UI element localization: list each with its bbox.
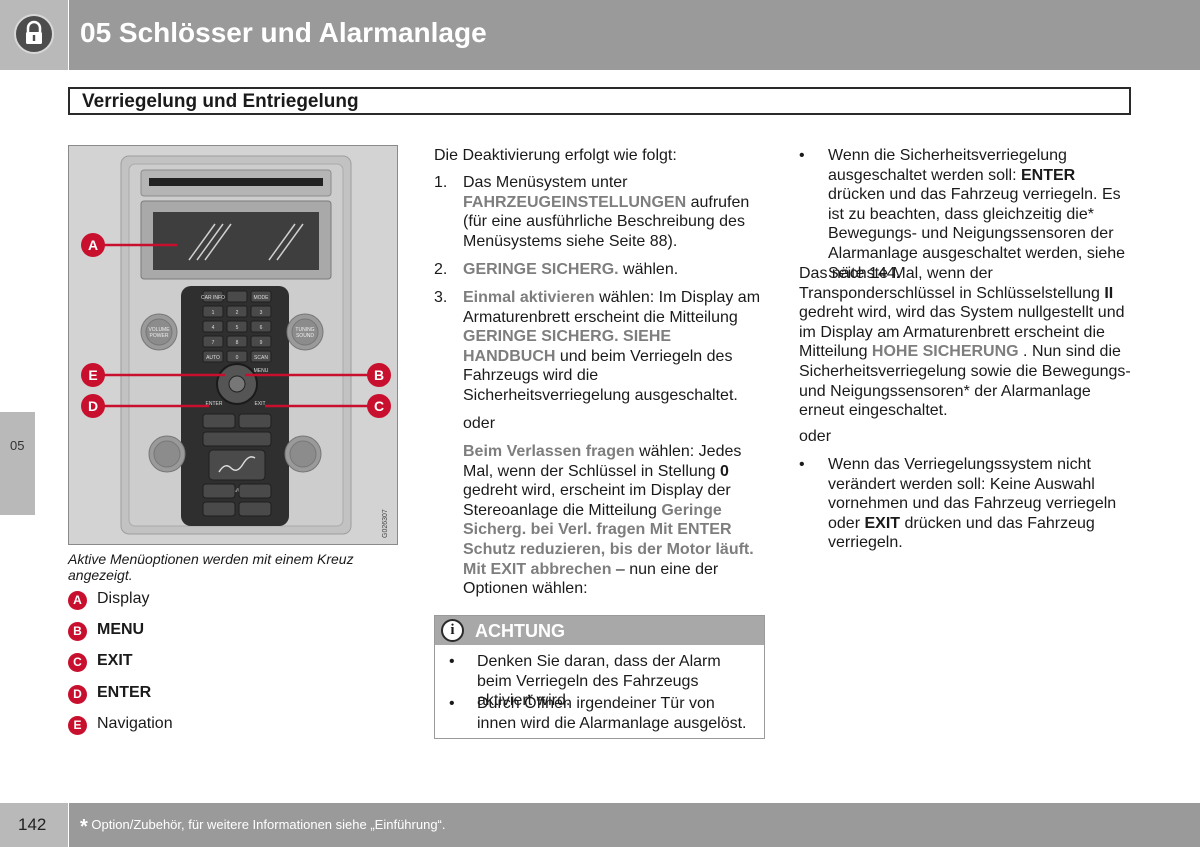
footnote-text: Option/Zubehör, für weitere Informatione…	[87, 817, 446, 832]
bullet-icon: •	[449, 653, 455, 670]
legend-label: MENU	[97, 621, 145, 638]
callout-a-letter: A	[88, 237, 98, 253]
padlock-icon	[14, 14, 54, 54]
alternative-text: Beim Verlassen fragen wählen: Jedes Mal,…	[463, 443, 754, 598]
info-icon: i	[441, 619, 464, 642]
legend-label: EXIT	[97, 652, 133, 669]
legend-label: Navigation	[97, 715, 173, 732]
key-1: 1	[212, 310, 215, 316]
callout-c-letter: C	[374, 398, 384, 414]
key-5: 5	[236, 325, 239, 331]
step-number: 3.	[434, 289, 448, 306]
sound-knob-label: SOUND	[296, 333, 314, 339]
header-band	[69, 0, 1200, 70]
callout-e-letter: E	[88, 367, 97, 383]
callout-e	[81, 363, 105, 387]
bullet-icon: •	[449, 695, 455, 712]
step-text: GERINGE SICHERG. wählen.	[463, 261, 679, 278]
legend-badge: A	[68, 591, 87, 610]
warning-title: ACHTUNG	[475, 621, 565, 641]
step-number: 1.	[434, 174, 448, 191]
auto-button-label: AUTO	[206, 355, 220, 361]
figure-code: G026307	[382, 509, 389, 538]
callout-b-letter: B	[374, 367, 384, 383]
callout-d-letter: D	[88, 398, 98, 414]
legend-badge: C	[68, 653, 87, 672]
section-heading-box: Verriegelung und Entriegelung	[68, 87, 1131, 115]
chapter-title: 05 Schlösser und Alarmanlage	[80, 17, 487, 48]
chapter-side-tab-label: 05	[10, 438, 25, 453]
mode-button-label: MODE	[254, 295, 270, 301]
enter-button-label: ENTER	[206, 401, 223, 407]
figure-caption: Aktive Menüoptionen werden mit einem Kre…	[68, 551, 354, 583]
scan-button-label: SCAN	[254, 355, 268, 361]
or-text: oder	[463, 415, 496, 432]
bullet-icon: •	[799, 456, 805, 473]
legend-badge: E	[68, 716, 87, 735]
key-3: 3	[260, 310, 263, 316]
tuning-knob-label: TUNING	[295, 327, 314, 333]
footer-left-band	[0, 803, 68, 847]
warning-header: i ACHTUNG	[435, 616, 764, 645]
footnote-star: *	[80, 816, 88, 838]
key-6: 6	[260, 325, 263, 331]
legend-badge: D	[68, 685, 87, 704]
section-title: Verriegelung und Entriegelung	[82, 91, 359, 112]
key-7: 7	[212, 340, 215, 346]
footnote: * Option/Zubehör, für weitere Informatio…	[80, 816, 446, 839]
key-0: 0	[236, 355, 239, 361]
key-4: 4	[212, 325, 215, 331]
legend-label: Display	[97, 590, 150, 607]
callout-c	[367, 394, 391, 418]
step-text: Das Menüsystem unter FAHRZEUGEINSTELLUNG…	[463, 174, 750, 250]
chapter-side-tab[interactable]: 05	[0, 412, 35, 515]
carinfo-button-label: CAR INFO	[201, 295, 225, 301]
exit-button-label: EXIT	[254, 401, 265, 407]
key-8: 8	[236, 340, 239, 346]
warning-box: i ACHTUNG • Denken Sie daran, dass der A…	[434, 615, 765, 739]
step-number: 2.	[434, 261, 448, 278]
center-console-figure: CAR INFO MODE 1 2 3 4 5 6 7 8 9 AUTO 0 S…	[68, 145, 398, 545]
intro-text: Die Deaktivierung erfolgt wie folgt:	[434, 147, 677, 164]
power-knob-label: POWER	[150, 333, 169, 339]
callout-a	[81, 233, 105, 257]
callout-d	[81, 394, 105, 418]
key-9: 9	[260, 340, 263, 346]
callout-b	[367, 363, 391, 387]
reset-paragraph: Das nächste Mal, wenn der Transpondersch…	[799, 265, 1131, 420]
step-text: Einmal aktivieren wählen: Im Display am …	[463, 289, 761, 404]
header-left-band	[0, 0, 68, 70]
legend-badge: B	[68, 622, 87, 641]
legend-label: ENTER	[97, 684, 152, 701]
key-2: 2	[236, 310, 239, 316]
bullet-icon: •	[799, 147, 805, 164]
display-glare	[188, 223, 304, 261]
or-text: oder	[799, 428, 832, 445]
volume-knob-label: VOLUME	[148, 327, 170, 333]
footer-band	[69, 803, 1200, 847]
menu-button-label: MENU	[254, 368, 269, 374]
page-number: 142	[18, 815, 47, 834]
ac-button-label: A/C	[233, 488, 242, 494]
